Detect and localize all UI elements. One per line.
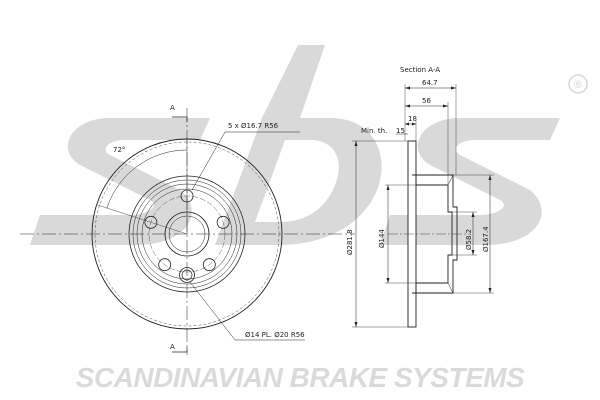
hat-outer-profile <box>412 174 458 294</box>
angle-ray <box>97 204 188 235</box>
bolt-hole <box>216 215 230 229</box>
section-marker-top <box>172 116 188 122</box>
angle-arc <box>106 149 188 209</box>
registered-mark: ® <box>573 78 584 91</box>
dimension-arrowheads <box>354 86 492 327</box>
registered-trademark-icon: ® <box>568 74 588 94</box>
section-title: Section A-A <box>400 66 440 74</box>
section-marker-bottom <box>172 347 188 353</box>
dim-hub-diameter: Ø167.4 <box>482 226 490 252</box>
dim-center-bore: Ø58.2 <box>465 229 473 250</box>
pilot-holes-label: Ø14 PL. Ø20 R56 <box>245 331 305 339</box>
disc-outer-edge <box>91 138 283 330</box>
dim-total-width: 64.7 <box>422 79 438 87</box>
hat-corner-line <box>447 282 454 294</box>
bolt-holes-leader <box>191 131 300 191</box>
min-thickness-label: Min. th. <box>361 127 387 135</box>
sbs-watermark-logo <box>30 45 560 245</box>
bolt-hole <box>158 258 172 272</box>
hat-profile <box>415 175 453 293</box>
section-marker-bottom-label: A <box>170 343 175 351</box>
pilot-hole-inner <box>181 269 193 281</box>
disc-front-view <box>20 108 355 355</box>
pilot-hole-outer <box>179 267 195 283</box>
hat-corner-line <box>447 174 454 186</box>
min-thickness-value: 15 <box>396 127 405 135</box>
dim-outer-diameter: Ø281.8 <box>346 229 354 255</box>
bolt-hole <box>144 215 158 229</box>
dim-disc-thickness: 18 <box>408 115 417 123</box>
pilot-hole-leader <box>189 281 305 341</box>
bolt-holes-label: 5 x Ø16.7 R56 <box>228 122 279 130</box>
bolt-hole <box>202 258 216 272</box>
section-marker-top-label: A <box>170 104 175 112</box>
dim-hat-depth: 56 <box>422 97 431 105</box>
angle-label: 72° <box>113 146 125 154</box>
brand-footer: SCANDINAVIAN BRAKE SYSTEMS <box>75 362 525 393</box>
dim-hat-diameter: Ø144 <box>378 229 386 248</box>
